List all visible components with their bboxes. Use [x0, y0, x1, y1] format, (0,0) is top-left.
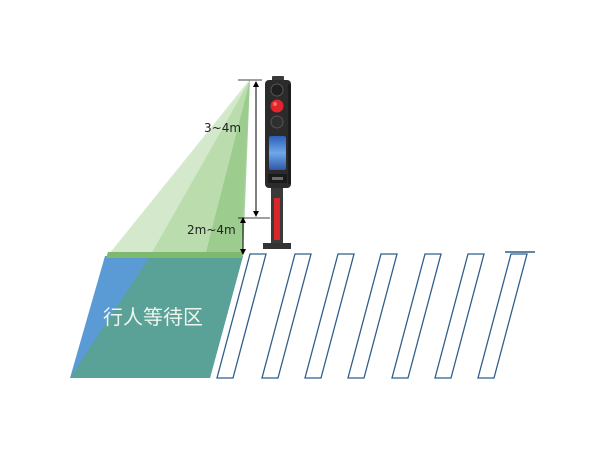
signal-light-red: [270, 99, 284, 113]
signal-side-rail: [288, 84, 291, 184]
beam-edge-left: [107, 79, 251, 257]
signal-light-red-highlight: [273, 102, 277, 106]
crosswalk-stripe: [477, 253, 528, 379]
camera-distance-label: 2m~4m: [187, 223, 236, 237]
crosswalk-stripe: [261, 253, 312, 379]
pole-base: [263, 243, 291, 249]
crosswalk: [216, 251, 535, 379]
traffic-signal-icon: [265, 76, 291, 188]
crosswalk-stripe: [391, 253, 442, 379]
pole-red-strip: [274, 198, 280, 240]
signal-pole: [263, 185, 291, 249]
height-dimension: 3~4m: [204, 79, 270, 219]
signal-light-off: [270, 115, 284, 129]
signal-light-top: [270, 83, 284, 97]
camera-height-label: 3~4m: [204, 121, 241, 135]
waiting-zone-teal: [70, 256, 243, 378]
beam-inner: [205, 80, 250, 256]
crosswalk-stripe: [347, 253, 398, 379]
crosswalk-stripe: [216, 253, 267, 379]
crosswalk-stripe: [434, 253, 485, 379]
distance-dimension: 2m~4m: [187, 217, 246, 255]
signal-bottom-led: [272, 177, 283, 180]
waiting-zone-green-band: [106, 252, 243, 258]
signal-screen: [269, 136, 286, 170]
crosswalk-stripe: [304, 253, 355, 379]
waiting-zone: 行人等待区: [70, 252, 243, 378]
waiting-zone-label: 行人等待区: [103, 305, 203, 329]
camera-view-beam: [107, 79, 251, 257]
